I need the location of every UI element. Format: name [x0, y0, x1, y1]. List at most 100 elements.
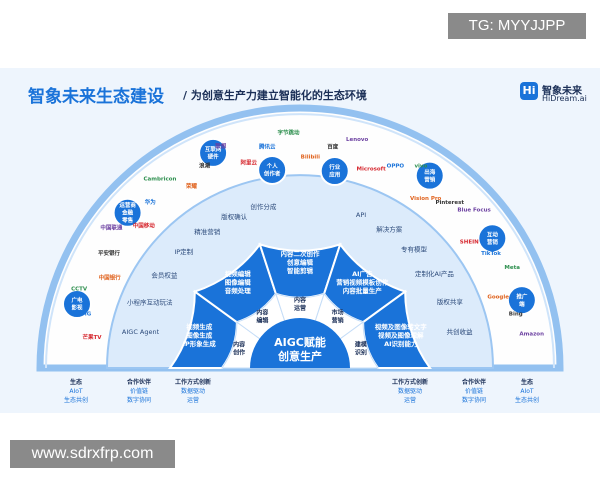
partner-logo: 字节跳动 [277, 128, 300, 136]
footer-label-left: 数字协同 [127, 396, 151, 404]
capability-sector-text: 视频及图像转文字 [375, 322, 428, 331]
category-badge-text: 个人 [266, 162, 279, 170]
category-badge-text: 硬件 [208, 153, 220, 161]
page-title: 智象未来生态建设 [28, 87, 164, 107]
partner-logo: 荣耀 [185, 182, 198, 190]
footer-label-right: 生态 [521, 378, 533, 386]
footer-label-left: 数据驱动 [181, 387, 205, 395]
capability-sector-text: 音频处理 [225, 286, 252, 295]
ecosystem-banner: 智象未来生态建设 / 为创意生产力建立智能化的生态环境 Hi 智象未来 HiDr… [0, 68, 600, 413]
logo-name-cn: 智象未来 [542, 86, 582, 97]
scenario-sector-text: 创作 [232, 348, 245, 356]
category-badge [198, 137, 229, 168]
footer-label-left: 合作伙伴 [127, 378, 151, 386]
capability-sector-text: 内容批量生产 [343, 286, 383, 295]
center-subtitle: 创意生产 [277, 349, 322, 363]
scenario-sector-text: 识别 [355, 348, 367, 356]
capability-sector-text: 视频及图像理解 [378, 331, 424, 340]
service-item-left: 小程序互动玩法 [127, 298, 173, 307]
category-badge-text: 运营商 [119, 201, 136, 209]
partner-logo: Blue Focus [457, 208, 491, 214]
footer-label-right: AIoT [520, 388, 534, 395]
service-item-right: 解决方案 [376, 225, 403, 234]
partner-logo: TikTok [481, 251, 501, 257]
capability-sector-text: 视频编辑 [225, 269, 252, 278]
scenario-sector-text: 营销 [332, 316, 344, 324]
logo-mark: Hi [520, 82, 538, 100]
footer-label-left: 价值链 [130, 387, 148, 395]
category-badge-text: 金融 [121, 209, 134, 217]
scenario-sector-text: 建模 [355, 340, 368, 348]
watermark-bottom: www.sdrxfrp.com [10, 440, 175, 468]
partner-logo: 腾讯云 [258, 142, 276, 150]
category-badge-text: 行业 [328, 163, 341, 171]
partner-logo: 平安银行 [98, 249, 121, 257]
partner-logo: 芒果TV [83, 333, 103, 341]
category-badge [61, 289, 92, 320]
scenario-sector-text: 编辑 [256, 316, 268, 324]
category-badge-text: 端 [519, 300, 525, 308]
partner-logo: CMG [77, 312, 92, 318]
partner-logo: 阿里云 [240, 158, 257, 166]
footer-label-left: 运营 [187, 396, 199, 404]
category-badge-text: 应用 [329, 171, 340, 179]
service-item-right: 专有模型 [401, 245, 428, 254]
service-item-right: API [356, 211, 366, 219]
page-subtitle: / 为创意生产力建立智能化的生态环境 [183, 89, 367, 102]
partner-logo: Bing [509, 312, 523, 318]
service-item-left: 会员权益 [151, 271, 178, 280]
category-badge-text: 广电 [71, 296, 83, 304]
category-badge [477, 223, 508, 254]
service-item-left: AIGC Agent [122, 328, 160, 336]
category-badge-text: 创作者 [263, 170, 281, 178]
category-badge-text: 推广 [516, 292, 528, 300]
partner-logo: Vision Pro [410, 196, 442, 202]
footer-label-right: 运营 [404, 396, 416, 404]
partner-logo: 浪潮 [199, 162, 211, 170]
category-badge-text: 营销 [424, 175, 436, 183]
category-badge [319, 156, 350, 187]
capability-sector-text: 视频生成 [186, 322, 213, 331]
service-item-left: IP定制 [174, 247, 193, 256]
partner-logo: Cambricon [143, 177, 176, 183]
scenario-sector-text: 内容 [233, 340, 245, 348]
footer-label-left: 生态 [70, 378, 82, 386]
capability-sector-text: 智能剪辑 [287, 266, 314, 275]
category-badge-text: 互联网 [205, 145, 222, 153]
footer-label-left: AIoT [69, 388, 83, 395]
category-badge-text: 营销 [487, 238, 499, 246]
capability-sector-text: 图像编辑 [225, 278, 252, 287]
category-badge-text: 零售 [121, 216, 134, 224]
category-badge-text: 出海 [424, 168, 436, 176]
partner-logo: 联想 [215, 142, 227, 150]
category-badge [414, 160, 445, 191]
capability-sector-text: 内容二次创作 [281, 249, 321, 258]
service-item-right: 版权共享 [437, 297, 464, 306]
footer-label-left: 生态共创 [64, 396, 88, 404]
footer-label-right: 生态共创 [515, 396, 539, 404]
category-badge [257, 154, 288, 185]
center-hub [250, 318, 350, 368]
partner-logo: Lenovo [346, 137, 369, 143]
logo-name-en: HiDream.ai [542, 94, 587, 103]
capability-sector-text: 创意编辑 [286, 257, 314, 266]
category-badge-text: 互动 [487, 230, 499, 238]
category-badge [112, 197, 143, 228]
service-item-left: 创作分成 [250, 202, 277, 211]
service-item-right: 定制化AI产品 [415, 269, 454, 278]
footer-label-right: 价值链 [465, 387, 483, 395]
capability-sector-text: IP形象生成 [183, 339, 217, 348]
scenario-sector-text: 运营 [294, 304, 306, 312]
service-item-left: 精准营销 [194, 227, 221, 236]
partner-logo: Microsoft [357, 166, 387, 172]
capability-sector-text: AI识别能力 [384, 339, 418, 348]
capability-sector-text: 营销视频模板创作 [336, 278, 389, 287]
partner-logo: SHEIN [460, 240, 479, 246]
partner-logo: 中国移动 [133, 222, 156, 230]
partner-logo: 百度 [327, 142, 339, 150]
partner-logo: CCTV [71, 287, 88, 293]
capability-sector-text: 图像生成 [186, 331, 213, 340]
footer-label-right: 合作伙伴 [462, 378, 486, 386]
footer-label-right: 数字协同 [462, 396, 486, 404]
